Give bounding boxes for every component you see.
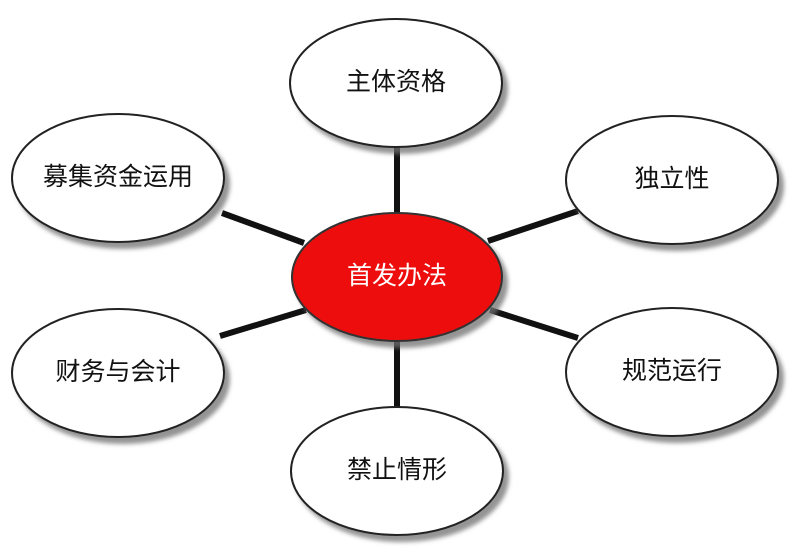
node-bottom-label: 禁止情形	[347, 455, 447, 484]
connectors	[219, 146, 579, 408]
node-bottom: 禁止情形	[290, 406, 504, 536]
node-bottom-left-ellipse	[11, 308, 225, 438]
center-node: 首发办法	[291, 212, 503, 342]
node-bottom-ellipse	[290, 406, 504, 536]
connector-bottom-left	[219, 307, 307, 339]
node-top-left-label: 募集资金运用	[43, 162, 193, 191]
node-top-right-ellipse	[565, 115, 779, 245]
center-node-ellipse	[291, 212, 503, 342]
center-node-label: 首发办法	[347, 261, 447, 290]
connector-top-left	[220, 210, 306, 246]
node-top: 主体资格	[289, 18, 503, 148]
node-bottom-right-ellipse	[565, 307, 779, 437]
node-bottom-left-label: 财务与会计	[55, 357, 180, 386]
node-bottom-right: 规范运行	[565, 307, 779, 437]
node-bottom-right-label: 规范运行	[622, 356, 722, 385]
node-top-label: 主体资格	[346, 67, 446, 96]
connector-top-right	[487, 208, 579, 244]
node-top-left: 募集资金运用	[11, 113, 225, 243]
node-bottom-left: 财务与会计	[11, 308, 225, 438]
node-top-right: 独立性	[565, 115, 779, 245]
node-top-right-label: 独立性	[634, 164, 709, 193]
node-top-ellipse	[289, 18, 503, 148]
connector-bottom-right	[489, 307, 579, 341]
node-top-left-ellipse	[11, 113, 225, 243]
